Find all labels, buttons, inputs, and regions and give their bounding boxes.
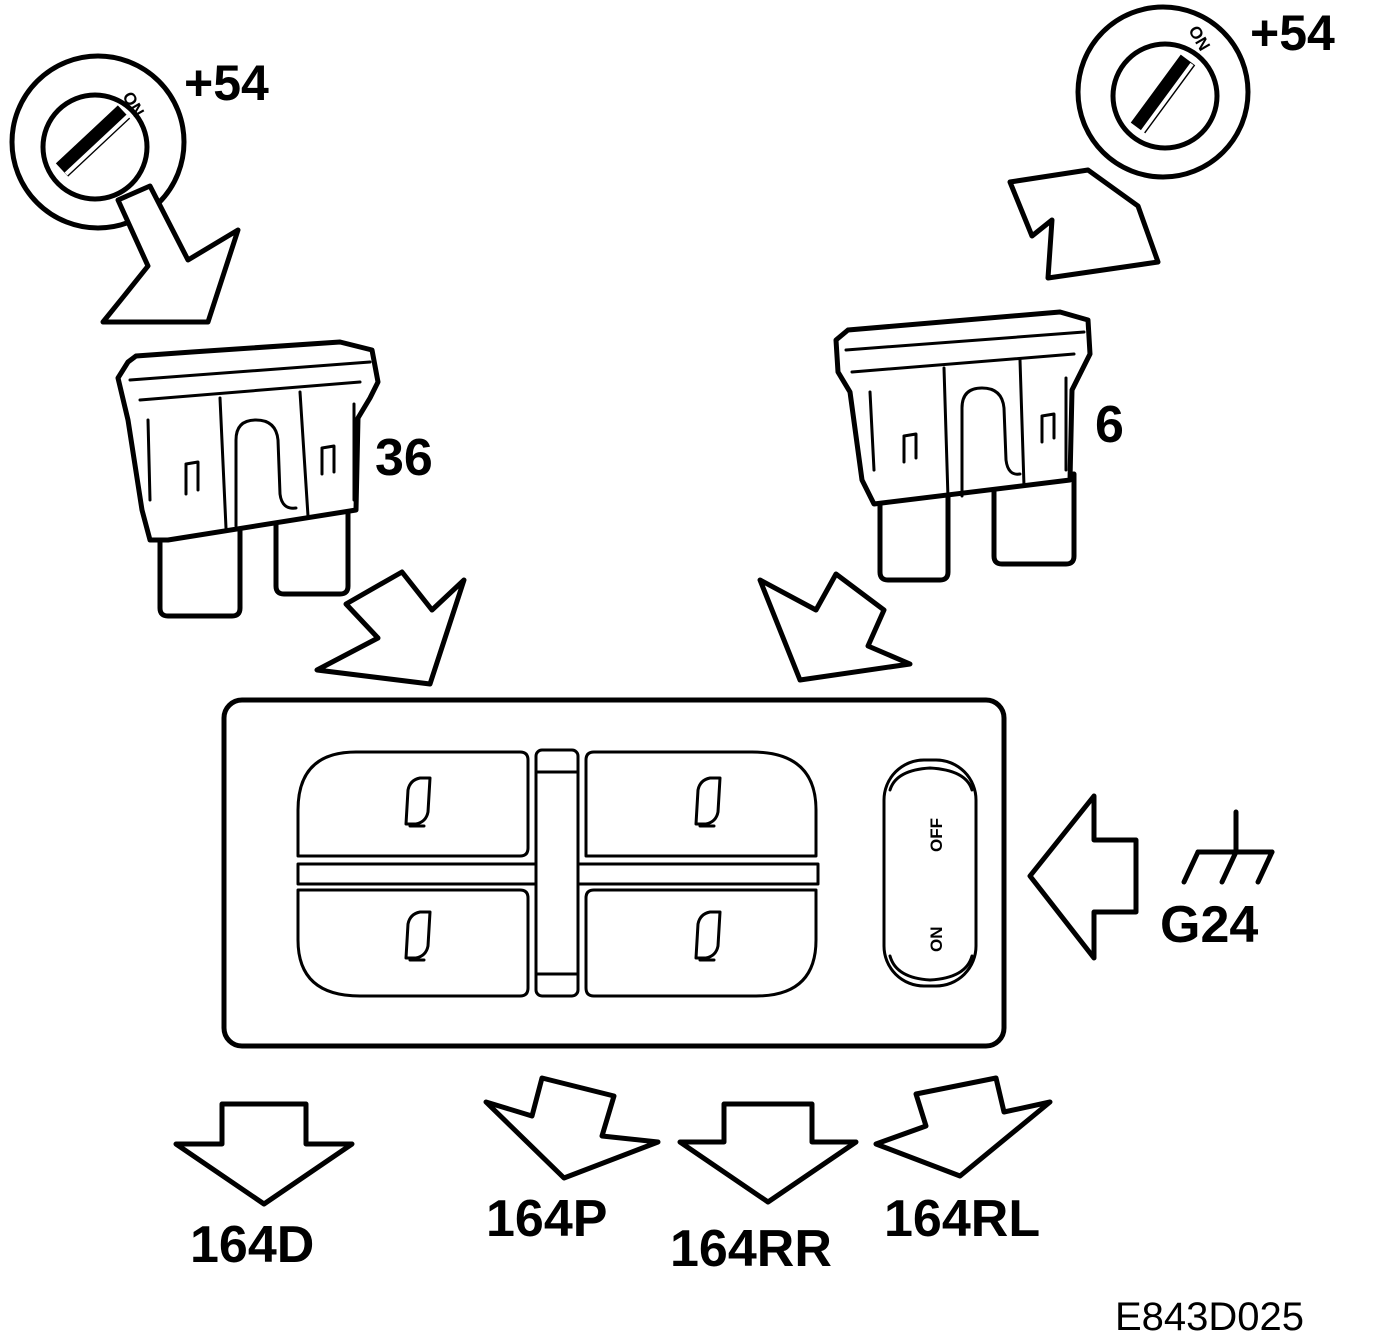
center-bar-vertical <box>534 748 580 998</box>
ground-label: G24 <box>1160 896 1258 954</box>
terminal-label-left: +54 <box>184 55 269 111</box>
ground-symbol <box>1181 809 1275 885</box>
output-label-164rl: 164RL <box>884 1190 1040 1248</box>
output-label-164d: 164D <box>190 1216 314 1274</box>
child-lock-on-label: ON <box>927 927 946 953</box>
figure-reference: E843D025 <box>1115 1295 1304 1339</box>
fuse-right <box>833 167 1161 583</box>
window-button-front-left[interactable] <box>296 750 530 858</box>
arrow-output-164rl <box>873 1075 1053 1179</box>
arrow-output-164rr <box>677 1101 859 1205</box>
arrow-output-164p <box>483 1075 661 1181</box>
output-label-164rr: 164RR <box>670 1220 832 1278</box>
fuse-number-right: 6 <box>1095 396 1124 454</box>
arrow-fuse-left-to-switch <box>314 569 467 687</box>
arrow-ground-to-switch <box>1027 793 1139 961</box>
window-button-rear-right[interactable] <box>584 888 818 998</box>
fuse-left <box>100 183 381 619</box>
child-lock-off-label: OFF <box>927 818 946 852</box>
window-button-front-right[interactable] <box>584 750 818 858</box>
output-label-164p: 164P <box>486 1190 607 1248</box>
arrow-fuse-right-to-switch <box>757 571 913 683</box>
fuse-number-left: 36 <box>375 429 433 487</box>
child-lock-switch[interactable]: OFF ON <box>882 758 978 988</box>
arrow-output-164d <box>173 1101 355 1207</box>
window-button-rear-left[interactable] <box>296 888 530 998</box>
terminal-label-right: +54 <box>1250 5 1335 61</box>
ignition-switch-left: ON <box>9 53 187 231</box>
ignition-switch-right: ON <box>1075 4 1251 180</box>
